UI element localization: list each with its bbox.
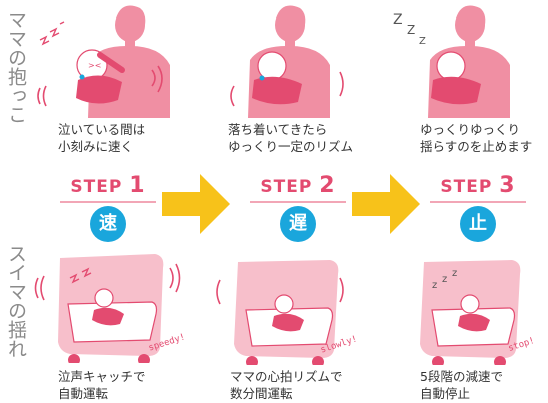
- svg-text:z: z: [452, 268, 457, 279]
- mama-caption-step2-line1: 落ち着いてきたら: [228, 122, 328, 137]
- svg-text:><: ><: [88, 61, 101, 70]
- step-1-underline: [60, 201, 156, 203]
- swing-caption-step3-line2: 自動停止: [420, 386, 471, 401]
- mama-caption-step2-line2: ゆっくり一定のリズム: [228, 139, 354, 154]
- swing-caption-step1: 泣声キャッチで 自動運転: [58, 368, 146, 402]
- speed-slow-badge: 遅: [280, 206, 316, 242]
- mama-caption-step3: ゆっくりゆっくり 揺らすのを止めます: [420, 121, 532, 155]
- swing-stopping-illustration: z z z: [420, 260, 521, 365]
- mama-holding-sleeping-baby-illustration: Z Z Z: [393, 5, 510, 118]
- arrow-right-icon: [352, 174, 420, 234]
- step-2-label: STEP 2: [260, 173, 336, 198]
- side-label-mama-hug: ママの抱っこ: [5, 10, 27, 124]
- side-label-swimmer-swing: スイマの揺れ: [5, 244, 27, 358]
- mama-caption-step1-line2: 小刻みに速く: [58, 139, 134, 154]
- svg-text:Z: Z: [393, 12, 403, 28]
- svg-text:Z: Z: [419, 36, 426, 47]
- swing-caption-step2: ママの心拍リズムで 数分間運転: [230, 368, 343, 402]
- swing-caption-step3-line1: 5段階の減速で: [420, 369, 503, 384]
- mama-rocking-baby-slowly-illustration: [230, 5, 344, 118]
- arrow-right-icon: [162, 174, 230, 234]
- step-2-underline: [250, 201, 346, 203]
- svg-text:z: z: [442, 274, 447, 285]
- swing-caption-step1-line2: 自動運転: [58, 386, 109, 401]
- swing-caption-step1-line1: 泣声キャッチで: [58, 369, 146, 384]
- step-3-heading: STEP 3: [428, 173, 528, 203]
- mama-caption-step3-line2: 揺らすのを止めます: [420, 139, 533, 154]
- mama-caption-step3-line1: ゆっくりゆっくり: [420, 122, 521, 137]
- mama-caption-step1-line1: 泣いている間は: [58, 122, 146, 137]
- swing-caption-step3: 5段階の減速で 自動停止: [420, 368, 503, 402]
- step-1-heading: STEP 1: [58, 173, 158, 203]
- swing-caption-step2-line1: ママの心拍リズムで: [230, 369, 343, 384]
- swing-slow-illustration: [216, 260, 344, 365]
- swing-fast-illustration: [34, 254, 181, 363]
- mama-caption-step2: 落ち着いてきたら ゆっくり一定のリズム: [228, 121, 353, 155]
- step-1-label: STEP 1: [70, 173, 146, 198]
- svg-text:Z: Z: [407, 23, 415, 37]
- mama-caption-step1: 泣いている間は 小刻みに速く: [58, 121, 145, 155]
- mama-holding-crying-baby-illustration: ><: [37, 5, 170, 118]
- speed-stop-badge: 止: [460, 206, 496, 242]
- step-3-underline: [430, 201, 526, 203]
- step-2-heading: STEP 2: [248, 173, 348, 203]
- svg-text:z: z: [432, 280, 437, 291]
- step-3-label: STEP 3: [440, 173, 516, 198]
- swing-caption-step2-line2: 数分間運転: [230, 386, 293, 401]
- speed-fast-badge: 速: [90, 206, 126, 242]
